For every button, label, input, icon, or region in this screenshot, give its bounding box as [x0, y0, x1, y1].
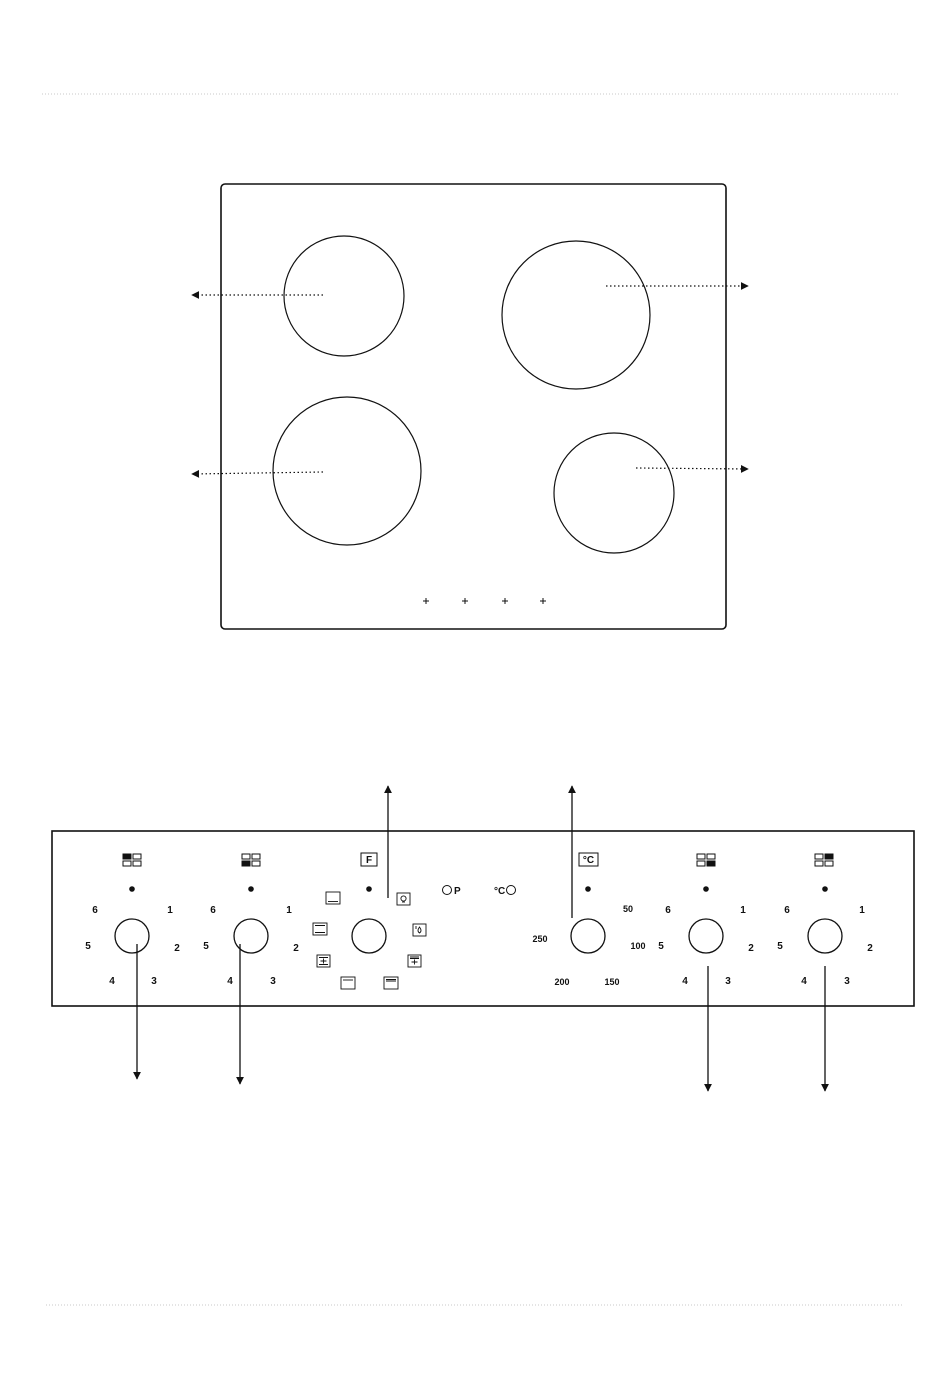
zone-icon-rear-right	[697, 854, 715, 866]
position-label: 2	[748, 943, 754, 954]
bottom-heat-icon	[326, 892, 340, 904]
position-label: 5	[203, 941, 209, 952]
zone-icon-front-left	[123, 854, 141, 866]
hob-zone-rear-left	[284, 236, 404, 356]
leader-front-left-zone	[192, 472, 323, 474]
position-label: 3	[270, 976, 276, 987]
position-label: 6	[92, 905, 98, 916]
fan-assisted-icon	[317, 955, 330, 967]
position-label: 3	[151, 976, 157, 987]
hob-zone-front-left	[273, 397, 421, 545]
hob-knob-rear-left-group: 1 2 3 4 5 6	[203, 854, 299, 987]
temperature-label: 150	[604, 977, 619, 987]
hob-zone-front-right	[554, 433, 674, 553]
control-panel	[52, 831, 914, 1006]
position-label: 2	[174, 943, 180, 954]
position-label: 6	[665, 905, 671, 916]
knob-marker-dot	[129, 886, 135, 892]
position-label: 2	[293, 943, 299, 954]
hob-knob-front-left-group: 1 2 3 4 5 6	[85, 854, 180, 987]
hob-knob-rear-right[interactable]	[689, 919, 723, 953]
power-indicator: P	[443, 886, 462, 898]
thermostat-indicator: °C	[494, 886, 516, 898]
temperature-label: 50	[623, 904, 633, 914]
position-label: 3	[725, 976, 731, 987]
grill-icon	[384, 977, 398, 989]
temperature-label: 200	[554, 977, 569, 987]
temperature-label: 250	[532, 934, 547, 944]
hob-outline	[221, 184, 726, 629]
position-label: 1	[740, 905, 746, 916]
hob-zone-rear-right	[502, 241, 650, 389]
thermostat-symbol: °C	[583, 855, 594, 866]
position-label: 5	[85, 941, 91, 952]
zone-icon-rear-left	[242, 854, 260, 866]
leader-front-right-zone	[636, 468, 748, 469]
position-label: 1	[859, 905, 865, 916]
position-label: 3	[844, 976, 850, 987]
conventional-icon	[313, 923, 327, 935]
function-symbol: F	[366, 855, 372, 866]
hob-knob-rear-left[interactable]	[234, 919, 268, 953]
lamp-icon	[397, 893, 410, 905]
position-label: 5	[658, 941, 664, 952]
hob-knob-rear-right-group: 1 2 3 4 5 6	[658, 854, 754, 987]
knob-marker-dot	[703, 886, 709, 892]
position-label: 4	[227, 976, 233, 987]
knob-marker-dot	[248, 886, 254, 892]
thermostat-knob-group: °C 50 100 150 200 250	[532, 853, 645, 987]
thermostat-indicator-label: °C	[494, 886, 505, 897]
oven-function-knob-group: F	[313, 853, 426, 989]
position-label: 1	[167, 905, 173, 916]
position-label: 5	[777, 941, 783, 952]
fan-grill-icon	[408, 955, 421, 967]
defrost-icon	[413, 924, 426, 936]
knob-marker-dot	[366, 886, 372, 892]
position-label: 4	[109, 976, 115, 987]
position-label: 6	[210, 905, 216, 916]
position-label: 6	[784, 905, 790, 916]
top-heat-icon	[341, 977, 355, 989]
hob-knob-front-left[interactable]	[115, 919, 149, 953]
residual-heat-indicators	[423, 598, 546, 604]
power-indicator-label: P	[454, 886, 461, 897]
position-label: 2	[867, 943, 873, 954]
temperature-label: 100	[630, 941, 645, 951]
knob-marker-dot	[822, 886, 828, 892]
hob-knob-front-right[interactable]	[808, 919, 842, 953]
knob-marker-dot	[585, 886, 591, 892]
oven-function-knob[interactable]	[352, 919, 386, 953]
zone-icon-front-right	[815, 854, 833, 866]
position-label: 4	[682, 976, 688, 987]
thermostat-knob[interactable]	[571, 919, 605, 953]
position-label: 1	[286, 905, 292, 916]
position-label: 4	[801, 976, 807, 987]
